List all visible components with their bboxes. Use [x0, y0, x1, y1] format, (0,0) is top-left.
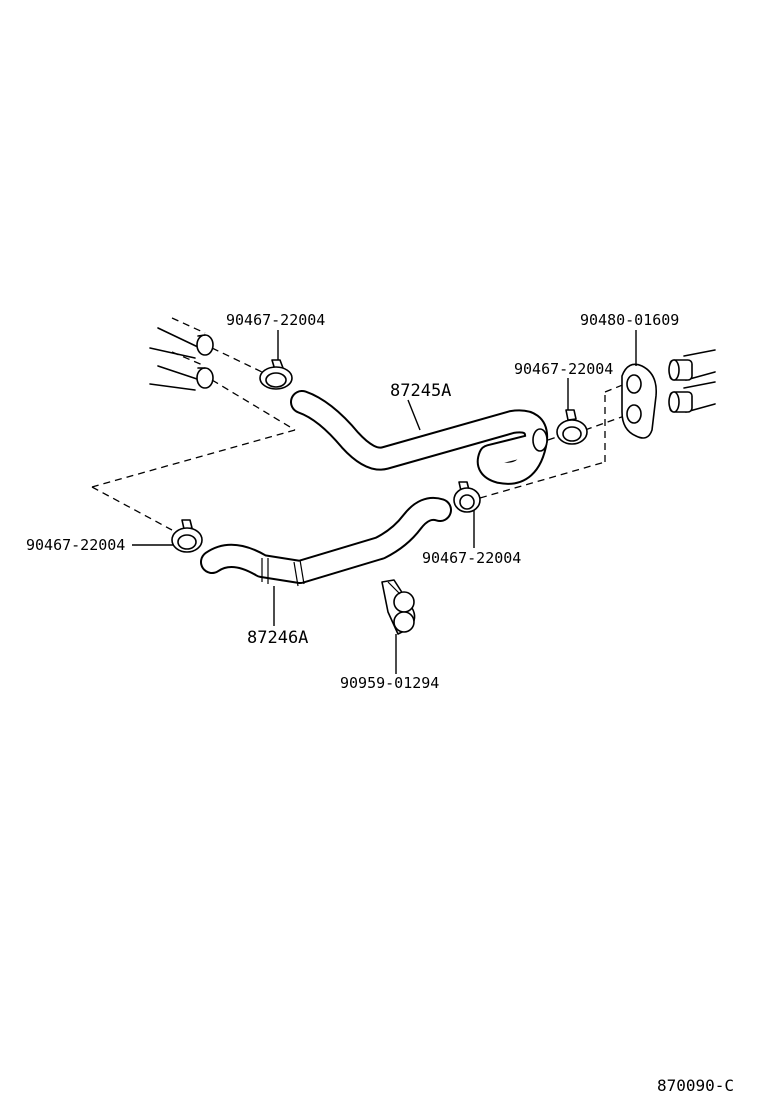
- label-clamp-center: 90467-22004: [422, 549, 521, 567]
- clamp-right: [556, 409, 588, 445]
- mounting-plate: [621, 363, 658, 439]
- label-hose-lower: 87246A: [247, 628, 308, 648]
- diagram-code: 870090-C: [657, 1076, 734, 1095]
- label-clamp-right: 90467-22004: [514, 360, 613, 378]
- hose-lower: [200, 496, 452, 587]
- label-clamp-top-left: 90467-22004: [226, 311, 325, 329]
- clamp-top-left: [259, 359, 293, 390]
- label-clamp-left: 90467-22004: [26, 536, 125, 554]
- right-pipe-ends: [668, 349, 716, 413]
- left-pipe-stubs: [149, 317, 214, 391]
- label-clip: 90959-01294: [340, 674, 439, 692]
- label-hose-upper: 87245A: [390, 381, 451, 401]
- clamp-center: [453, 481, 481, 513]
- label-plate: 90480-01609: [580, 311, 679, 329]
- leader-lines: [132, 330, 637, 674]
- clamp-left: [171, 519, 203, 553]
- hose-clip: [381, 579, 416, 635]
- hose-upper: [290, 390, 549, 485]
